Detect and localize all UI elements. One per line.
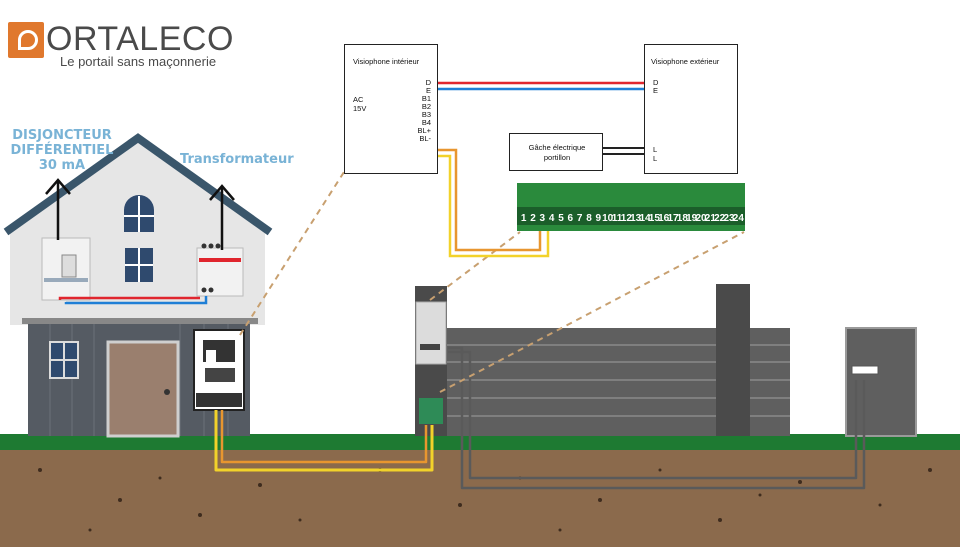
terminal-number: 7: [577, 213, 583, 224]
terminal-number: 16: [658, 213, 670, 224]
transformer-device: [196, 243, 244, 297]
terminal-number: 13: [630, 213, 642, 224]
strike-label: Gâche électrique portillon: [510, 143, 604, 163]
breaker-label-line1: DISJONCTEUR: [12, 128, 112, 143]
terminal-block: [517, 183, 745, 231]
logo-tagline: Le portail sans maçonnerie: [60, 54, 217, 69]
terminal-number: 19: [686, 213, 698, 224]
terminal-label: D: [653, 78, 659, 87]
power-voltage: 15V: [353, 104, 367, 113]
terminal-number: 14: [639, 213, 651, 224]
terminal-number: 20: [695, 213, 707, 224]
terminal-number: 17: [667, 213, 679, 224]
indoor-monitor: [193, 329, 245, 411]
terminal-number: 3: [540, 213, 546, 224]
terminal-label: B1: [421, 94, 431, 103]
breaker-label-line3: 30 mA: [38, 158, 86, 173]
fence: [446, 284, 917, 437]
house-mains-wires: [58, 296, 208, 305]
terminal-number: 21: [705, 213, 717, 224]
diagram-wires: [438, 81, 644, 258]
terminal-number: 8: [586, 213, 592, 224]
terminal-number: 1: [521, 213, 527, 224]
zoom-guide-lines: [239, 171, 745, 393]
terminal-number: 2: [530, 213, 536, 224]
terminal-label: BL-: [419, 134, 431, 143]
terminal-number: 22: [714, 213, 726, 224]
arrow-up-icon: [45, 178, 71, 240]
strike-box: Gâche électrique portillon: [509, 133, 603, 171]
terminal-label: E: [425, 86, 431, 95]
transformer-label: Transformateur: [180, 152, 294, 167]
indoor-unit-title: Visiophone intérieur: [353, 57, 420, 66]
terminal-label: BL+: [417, 126, 431, 135]
indoor-power-label: AC 15V: [353, 95, 366, 113]
strike-label-line2: portillon: [543, 153, 571, 162]
power-ac: AC: [353, 95, 364, 104]
terminal-number: 15: [649, 213, 661, 224]
grass-strip: [0, 434, 960, 450]
terminal-number: 18: [677, 213, 689, 224]
buried-wires: [214, 346, 866, 490]
logo-name: ORTALECO: [46, 20, 234, 58]
breaker-device: [41, 237, 91, 301]
terminal-label: D: [425, 78, 431, 87]
terminal-label: B2: [421, 102, 431, 111]
logo-icon: [8, 22, 44, 58]
terminal-number: 24: [733, 213, 745, 224]
terminal-label: L: [653, 145, 658, 154]
breaker-label-line2: DIFFÉRENTIEL: [10, 143, 114, 158]
terminal-label: E: [653, 86, 659, 95]
terminal-number: 10: [602, 213, 614, 224]
terminal-number: 23: [723, 213, 735, 224]
terminal-number: 11: [612, 213, 623, 224]
terminal-number: 6: [568, 213, 574, 224]
brand-logo: ORTALECO Le portail sans maçonnerie: [8, 20, 238, 72]
breaker-label: DISJONCTEUR DIFFÉRENTIEL 30 mA: [6, 128, 118, 173]
terminal-number: 12: [621, 213, 633, 224]
terminal-number: 9: [596, 213, 602, 224]
outdoor-post: [415, 286, 447, 436]
strike-label-line1: Gâche électrique: [528, 143, 586, 152]
outdoor-unit-title: Visiophone extérieur: [651, 57, 720, 66]
terminal-number: 4: [549, 213, 555, 224]
arrow-up-icon: [209, 184, 235, 250]
terminal-label: B3: [421, 110, 431, 119]
terminal-number: 5: [558, 213, 564, 224]
terminal-label: L: [653, 154, 658, 163]
terminal-label: B4: [421, 118, 431, 127]
soil: [0, 450, 960, 547]
